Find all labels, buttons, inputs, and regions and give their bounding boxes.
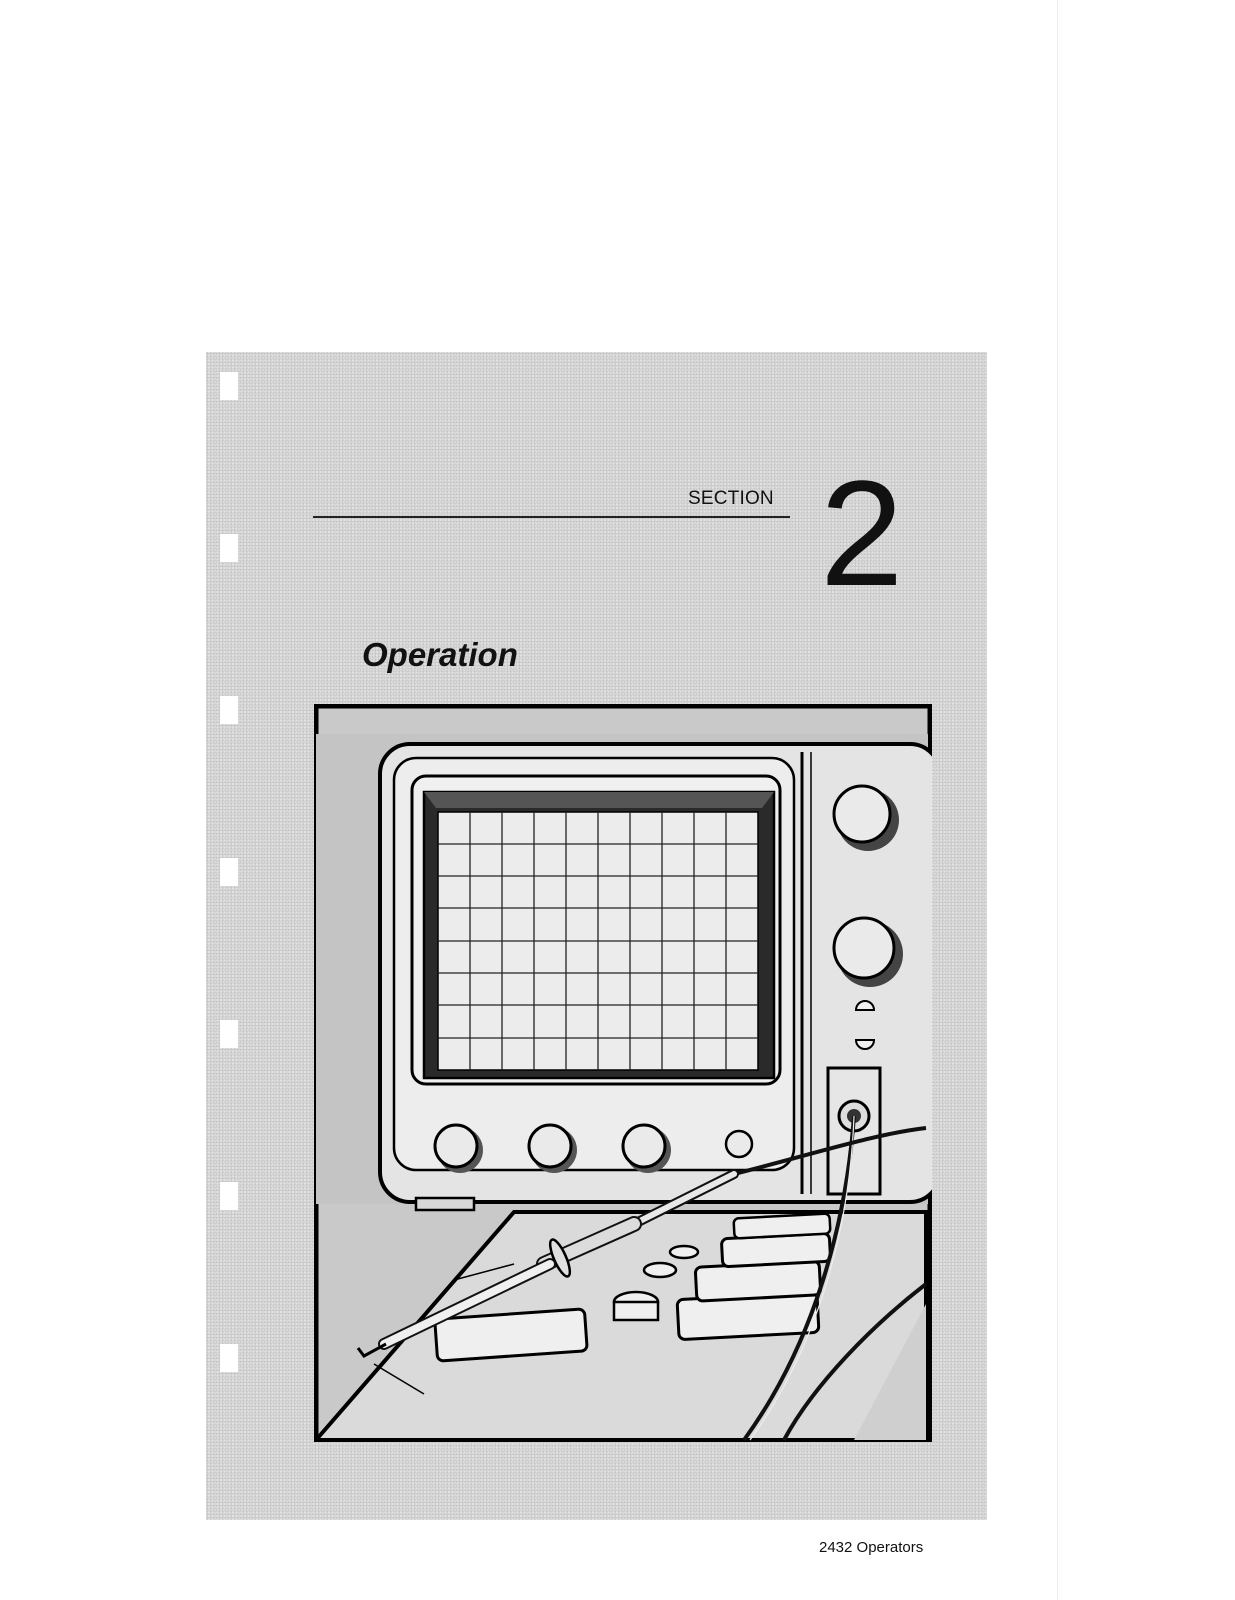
section-label: SECTION [688, 488, 774, 510]
binder-hole [220, 1344, 238, 1372]
binder-hole [220, 1182, 238, 1210]
page-edge-line [1057, 0, 1058, 1600]
binder-hole [220, 858, 238, 886]
binder-hole [220, 534, 238, 562]
indicator-lamp-icon [856, 1040, 874, 1049]
binder-hole [220, 1020, 238, 1048]
binder-hole [220, 372, 238, 400]
graticule-screen [438, 812, 758, 1070]
binder-hole [220, 696, 238, 724]
manual-footer: 2432 Operators [819, 1539, 923, 1556]
section-number: 2 [820, 458, 903, 608]
indicator-lamp-icon [856, 1001, 874, 1010]
oscilloscope-with-probe-illustration [314, 704, 932, 1442]
page-title: Operation [362, 636, 518, 674]
small-knob [726, 1131, 752, 1157]
section-rule [313, 516, 790, 518]
